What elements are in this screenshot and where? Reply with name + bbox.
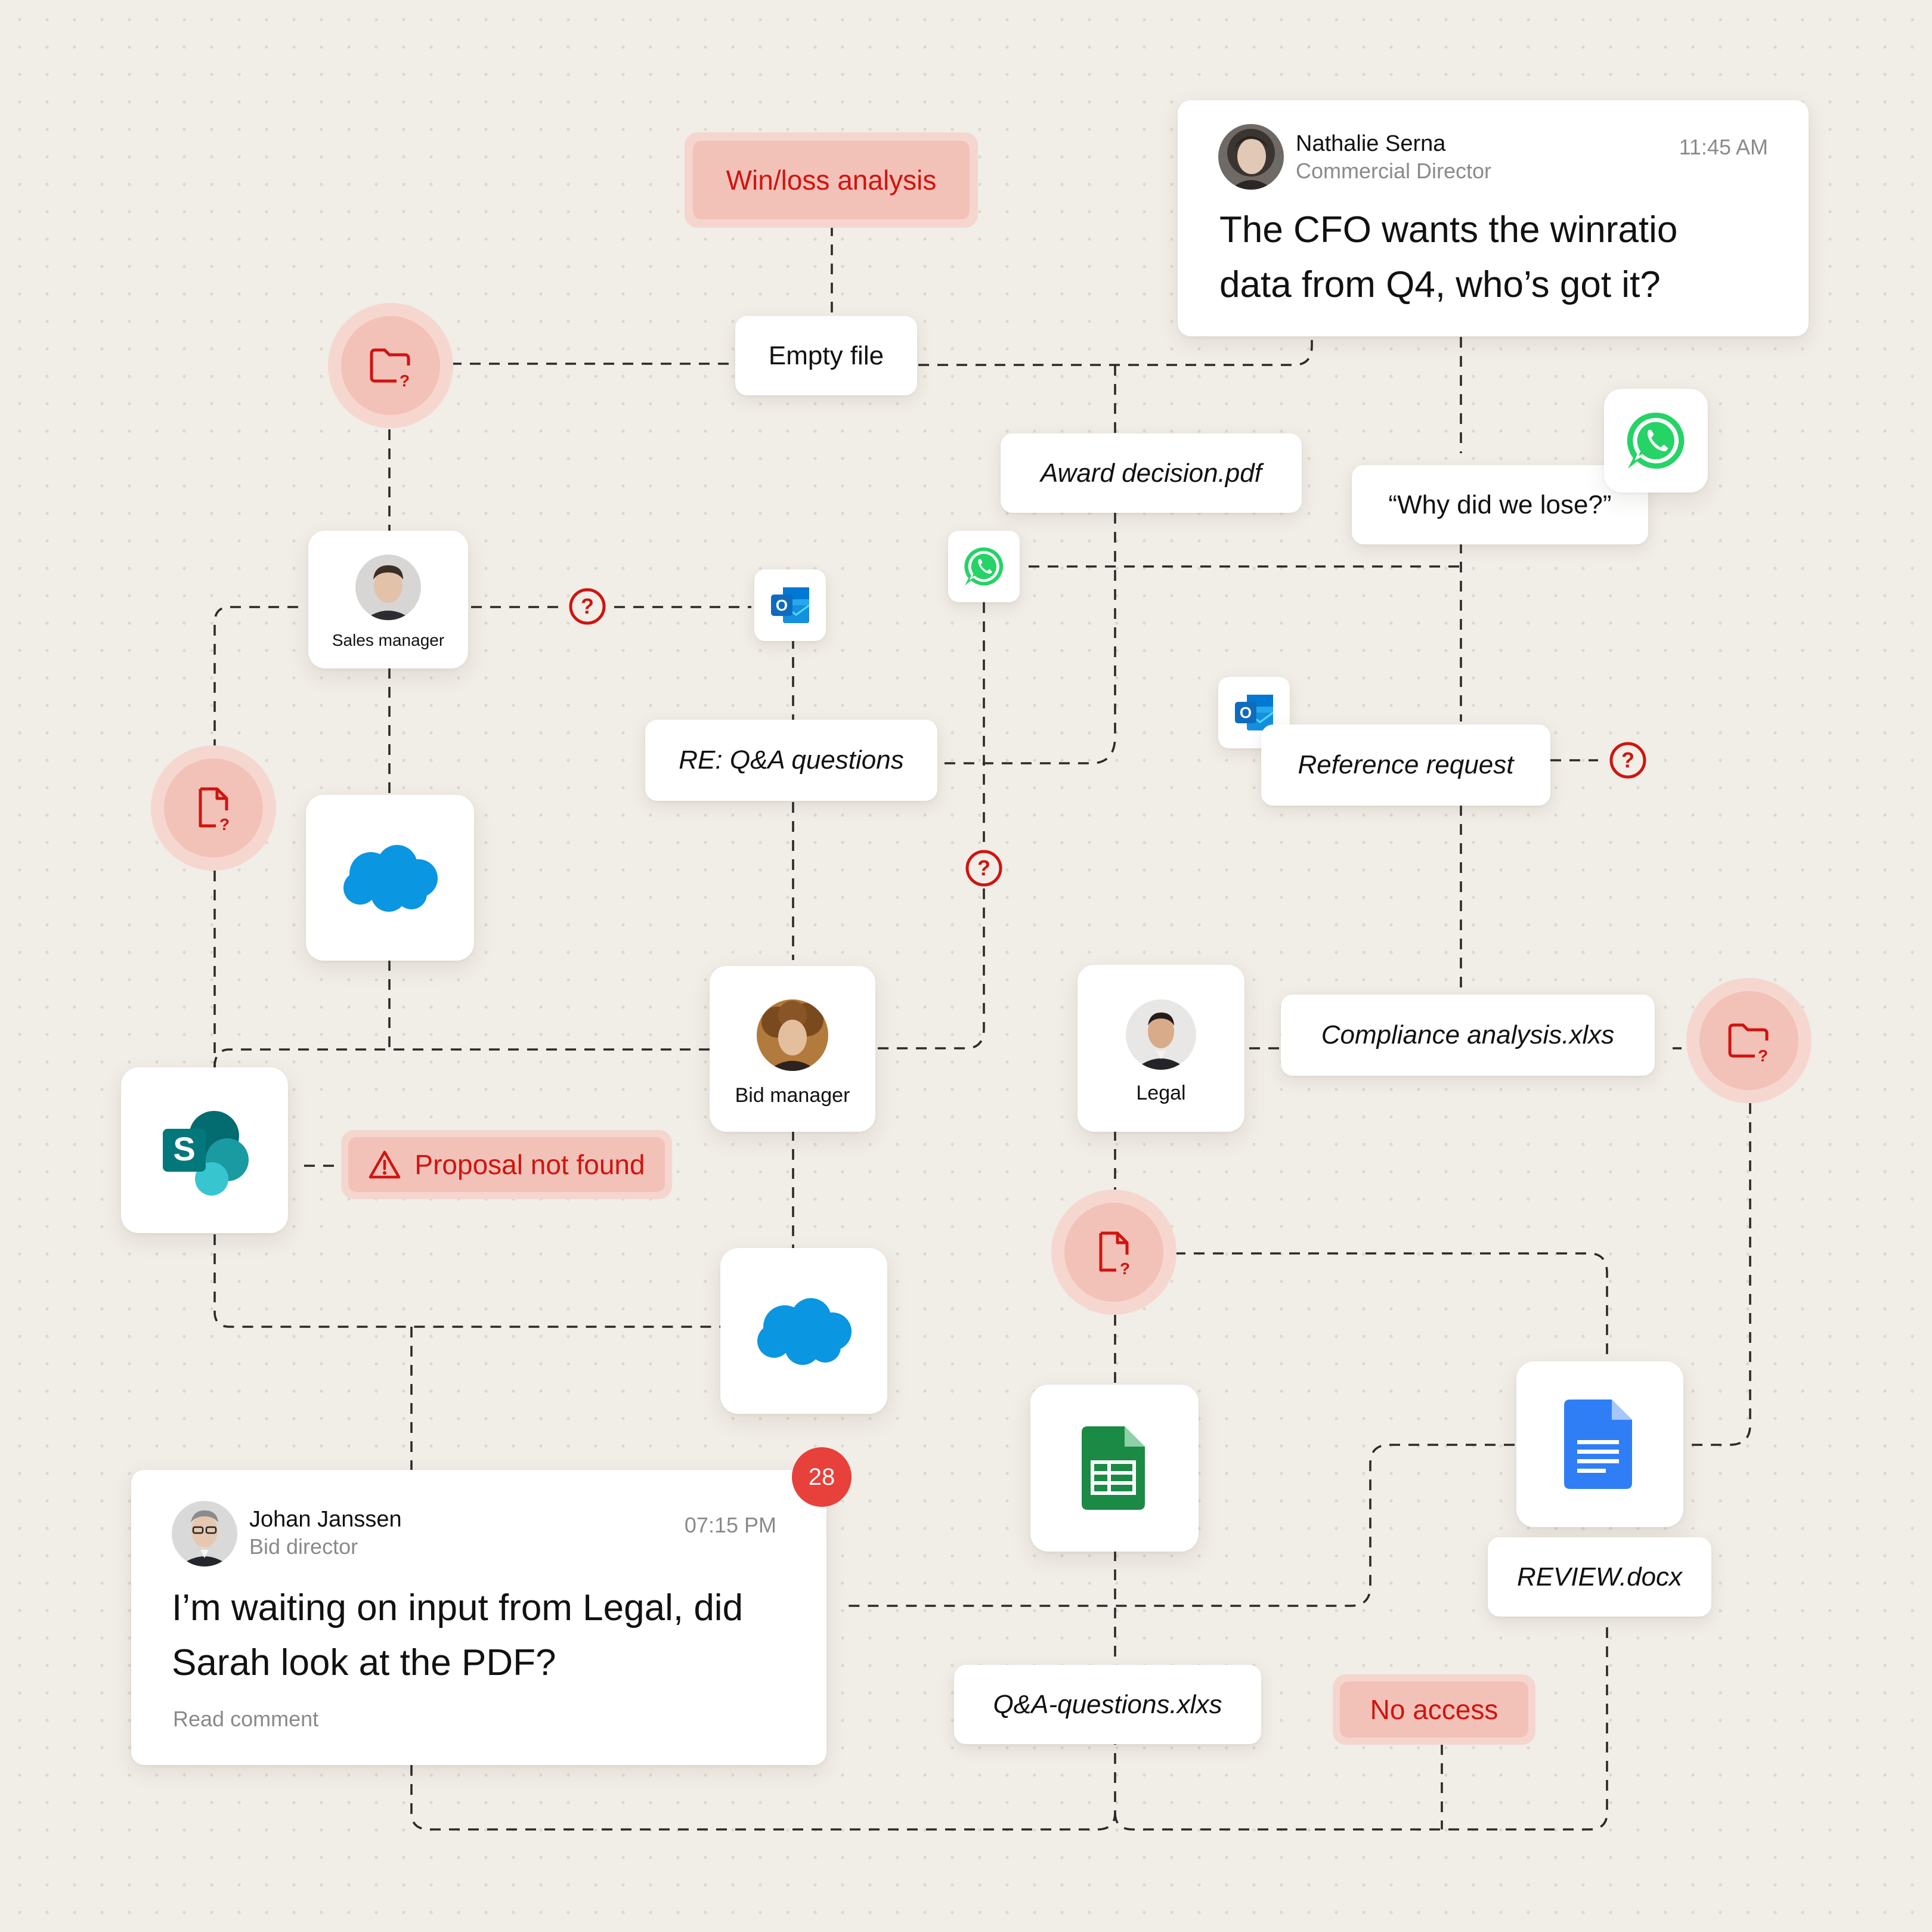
- reference-request-label: Reference request: [1298, 750, 1514, 779]
- question-circle-icon: ?: [964, 849, 1004, 888]
- svg-text:S: S: [173, 1130, 195, 1168]
- no-access-tag: No access: [1333, 1674, 1535, 1745]
- reference-request-pill[interactable]: Reference request: [1261, 724, 1550, 806]
- why-did-we-lose-pill[interactable]: “Why did we lose?”: [1352, 465, 1648, 544]
- outlook-icon: O: [771, 587, 810, 623]
- sales-manager-card[interactable]: Sales manager: [308, 531, 468, 668]
- role-label: Sales manager: [332, 631, 445, 649]
- avatar-sales-manager: [355, 555, 421, 620]
- sender-title: Bid director: [249, 1534, 358, 1559]
- award-decision-pill[interactable]: Award decision.pdf: [1001, 434, 1302, 513]
- svg-text:?: ?: [1621, 748, 1634, 772]
- svg-text:?: ?: [400, 371, 410, 389]
- avatar-johan: [172, 1501, 237, 1566]
- message-time: 07:15 PM: [684, 1513, 776, 1537]
- win-loss-analysis-label: Win/loss analysis: [726, 165, 937, 196]
- message-card-nathalie[interactable]: Nathalie Serna Commercial Director 11:45…: [1178, 100, 1809, 336]
- message-text-line: The CFO wants the winratio: [1219, 209, 1678, 250]
- svg-text:O: O: [1240, 704, 1252, 722]
- connector: [213, 1234, 722, 1328]
- compliance-analysis-label: Compliance analysis.xlxs: [1321, 1020, 1615, 1049]
- google-sheets-card[interactable]: [1030, 1385, 1199, 1552]
- connector: [841, 1444, 1515, 1607]
- whatsapp-card-small[interactable]: [948, 531, 1020, 602]
- award-decision-label: Award decision.pdf: [1041, 458, 1262, 488]
- proposal-not-found-tag: Proposal not found: [341, 1130, 672, 1199]
- question-circle-icon: ?: [1608, 741, 1648, 780]
- svg-text:?: ?: [219, 815, 230, 832]
- role-label: Legal: [1136, 1082, 1186, 1104]
- avatar-legal: [1126, 999, 1196, 1070]
- connector: [410, 1744, 1116, 1831]
- outlook-card[interactable]: O: [754, 569, 826, 641]
- salesforce-card[interactable]: [720, 1248, 887, 1414]
- empty-file-label: Empty file: [768, 340, 884, 370]
- win-loss-analysis-tag: Win/loss analysis: [685, 132, 978, 228]
- unread-count-badge: 28: [792, 1447, 852, 1507]
- whatsapp-icon: [964, 547, 1004, 586]
- message-time: 11:45 AM: [1679, 135, 1768, 159]
- empty-file-pill[interactable]: Empty file: [735, 316, 917, 395]
- sender-title: Commercial Director: [1296, 159, 1492, 183]
- compliance-analysis-pill[interactable]: Compliance analysis.xlxs: [1281, 995, 1655, 1076]
- re-qa-questions-label: RE: Q&A questions: [679, 745, 904, 775]
- re-qa-questions-pill[interactable]: RE: Q&A questions: [645, 720, 937, 801]
- missing-file-alert: ?: [1051, 1190, 1176, 1315]
- message-text-line: data from Q4, who’s got it?: [1219, 264, 1661, 305]
- message-text-line: I’m waiting on input from Legal, did: [172, 1587, 744, 1628]
- svg-text:O: O: [776, 596, 788, 614]
- legal-card[interactable]: Legal: [1078, 965, 1244, 1132]
- svg-text:?: ?: [581, 594, 594, 618]
- message-text-line: Sarah look at the PDF?: [172, 1642, 556, 1683]
- proposal-not-found-label: Proposal not found: [414, 1149, 645, 1180]
- svg-text:?: ?: [977, 856, 990, 880]
- missing-folder-alert: ?: [328, 303, 453, 428]
- folder-question-icon: ?: [1728, 1023, 1769, 1064]
- whatsapp-icon: [1627, 412, 1685, 469]
- why-did-we-lose-label: “Why did we lose?”: [1388, 490, 1612, 519]
- qa-questions-pill[interactable]: Q&A-questions.xlxs: [954, 1665, 1261, 1744]
- warning-triangle-icon: [369, 1150, 401, 1179]
- avatar-bid-manager: [757, 999, 828, 1071]
- connector: [918, 337, 1313, 366]
- folder-question-icon: ?: [370, 348, 410, 389]
- whatsapp-card-large[interactable]: [1604, 389, 1708, 493]
- connector: [1114, 1619, 1608, 1831]
- google-docs-card[interactable]: [1516, 1361, 1683, 1527]
- connector: [213, 606, 298, 748]
- connector: [1175, 1252, 1608, 1360]
- svg-text:?: ?: [1758, 1046, 1768, 1064]
- missing-file-alert: ?: [151, 745, 276, 871]
- sender-name: Johan Janssen: [249, 1507, 402, 1532]
- read-comment-link[interactable]: Read comment: [173, 1707, 319, 1731]
- role-label: Bid manager: [735, 1084, 850, 1107]
- review-docx-label: REVIEW.docx: [1516, 1562, 1683, 1592]
- file-question-icon: ?: [1099, 1231, 1130, 1276]
- review-docx-pill[interactable]: REVIEW.docx: [1488, 1537, 1711, 1617]
- google-sheets-icon: [1082, 1426, 1145, 1510]
- connector: [1685, 1103, 1751, 1446]
- connector: [877, 888, 985, 1049]
- salesforce-icon: [757, 1298, 852, 1365]
- sender-name: Nathalie Serna: [1296, 131, 1446, 156]
- message-card-johan[interactable]: Johan Janssen Bid director 07:15 PM I’m …: [131, 1470, 826, 1765]
- connector: [213, 1048, 710, 1068]
- avatar-nathalie: [1218, 124, 1284, 190]
- missing-folder-alert: ?: [1686, 978, 1812, 1103]
- google-docs-icon: [1564, 1400, 1632, 1489]
- qa-questions-label: Q&A-questions.xlxs: [993, 1689, 1222, 1719]
- svg-text:?: ?: [1120, 1259, 1130, 1276]
- sharepoint-card[interactable]: S: [121, 1067, 288, 1233]
- question-circle-icon: ?: [568, 587, 607, 626]
- salesforce-card[interactable]: [306, 795, 474, 961]
- no-access-label: No access: [1370, 1694, 1498, 1725]
- salesforce-icon: [343, 845, 438, 912]
- bid-manager-card[interactable]: Bid manager: [710, 966, 875, 1132]
- file-question-icon: ?: [199, 787, 230, 832]
- sharepoint-icon: S: [163, 1111, 249, 1196]
